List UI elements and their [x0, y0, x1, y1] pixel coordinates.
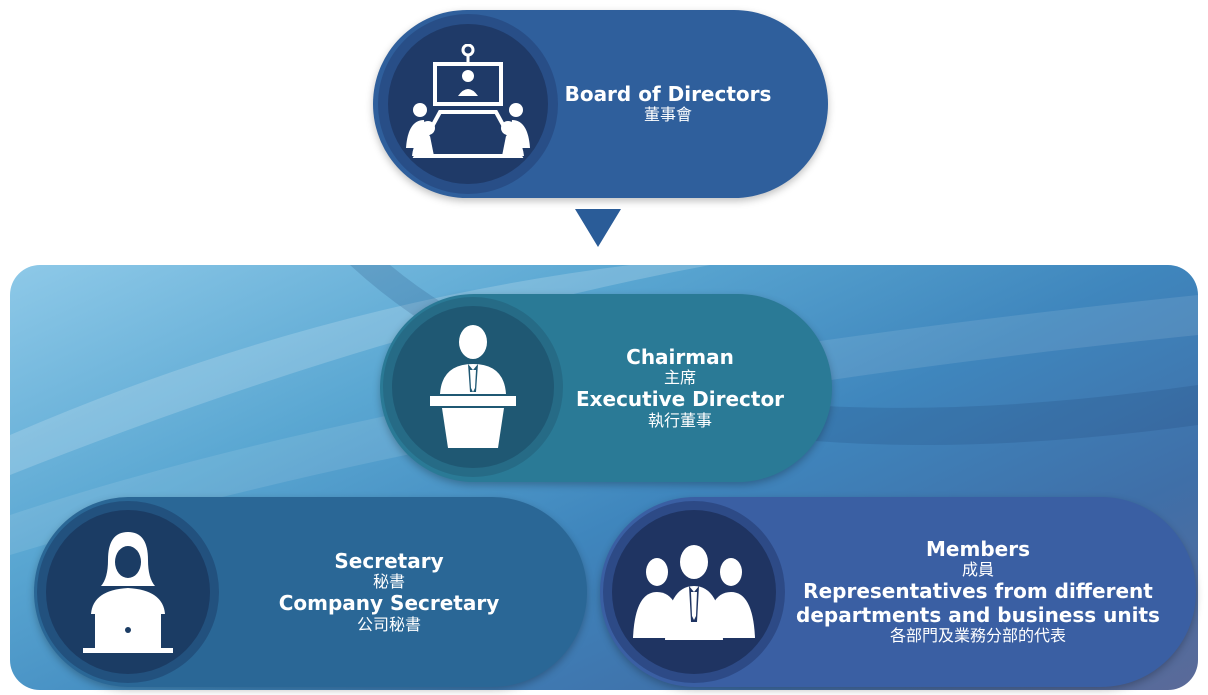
members-title: Members — [926, 536, 1030, 561]
secretary-subtitle-zh: 公司秘書 — [356, 614, 421, 634]
secretary-title: Secretary — [334, 548, 444, 573]
board-of-directors-node: Board of Directors 董事會 — [373, 10, 828, 198]
podium-speaker-icon — [392, 306, 554, 468]
chairman-title: Chairman — [626, 344, 734, 369]
chairman-title-zh: 主席 — [663, 368, 696, 388]
members-label: Members 成員 Representatives from differen… — [778, 497, 1178, 687]
board-title: Board of Directors — [564, 81, 772, 106]
members-subtitle-line2: departments and business units — [796, 602, 1160, 627]
members-subtitle-line1: Representatives from different — [803, 579, 1153, 604]
chairman-label: Chairman 主席 Executive Director 執行董事 — [560, 294, 800, 482]
secretary-node: Secretary 秘書 Company Secretary 公司秘書 — [34, 497, 587, 687]
secretary-title-zh: 秘書 — [372, 572, 405, 592]
members-subtitle-zh: 各部門及業務分部的代表 — [889, 626, 1066, 646]
secretary-label: Secretary 秘書 Company Secretary 公司秘書 — [234, 497, 544, 687]
chairman-subtitle-zh: 執行董事 — [647, 410, 712, 430]
boardroom-icon — [388, 24, 548, 184]
down-arrow-icon — [575, 209, 621, 247]
members-title-zh: 成員 — [961, 560, 994, 580]
members-node: Members 成員 Representatives from differen… — [600, 497, 1196, 687]
chairman-node: Chairman 主席 Executive Director 執行董事 — [380, 294, 832, 482]
board-label: Board of Directors 董事會 — [558, 10, 778, 198]
group-people-icon — [612, 510, 776, 674]
woman-laptop-icon — [46, 510, 210, 674]
secretary-subtitle: Company Secretary — [278, 591, 500, 615]
chairman-subtitle: Executive Director — [575, 387, 785, 411]
board-title-zh: 董事會 — [643, 105, 692, 125]
